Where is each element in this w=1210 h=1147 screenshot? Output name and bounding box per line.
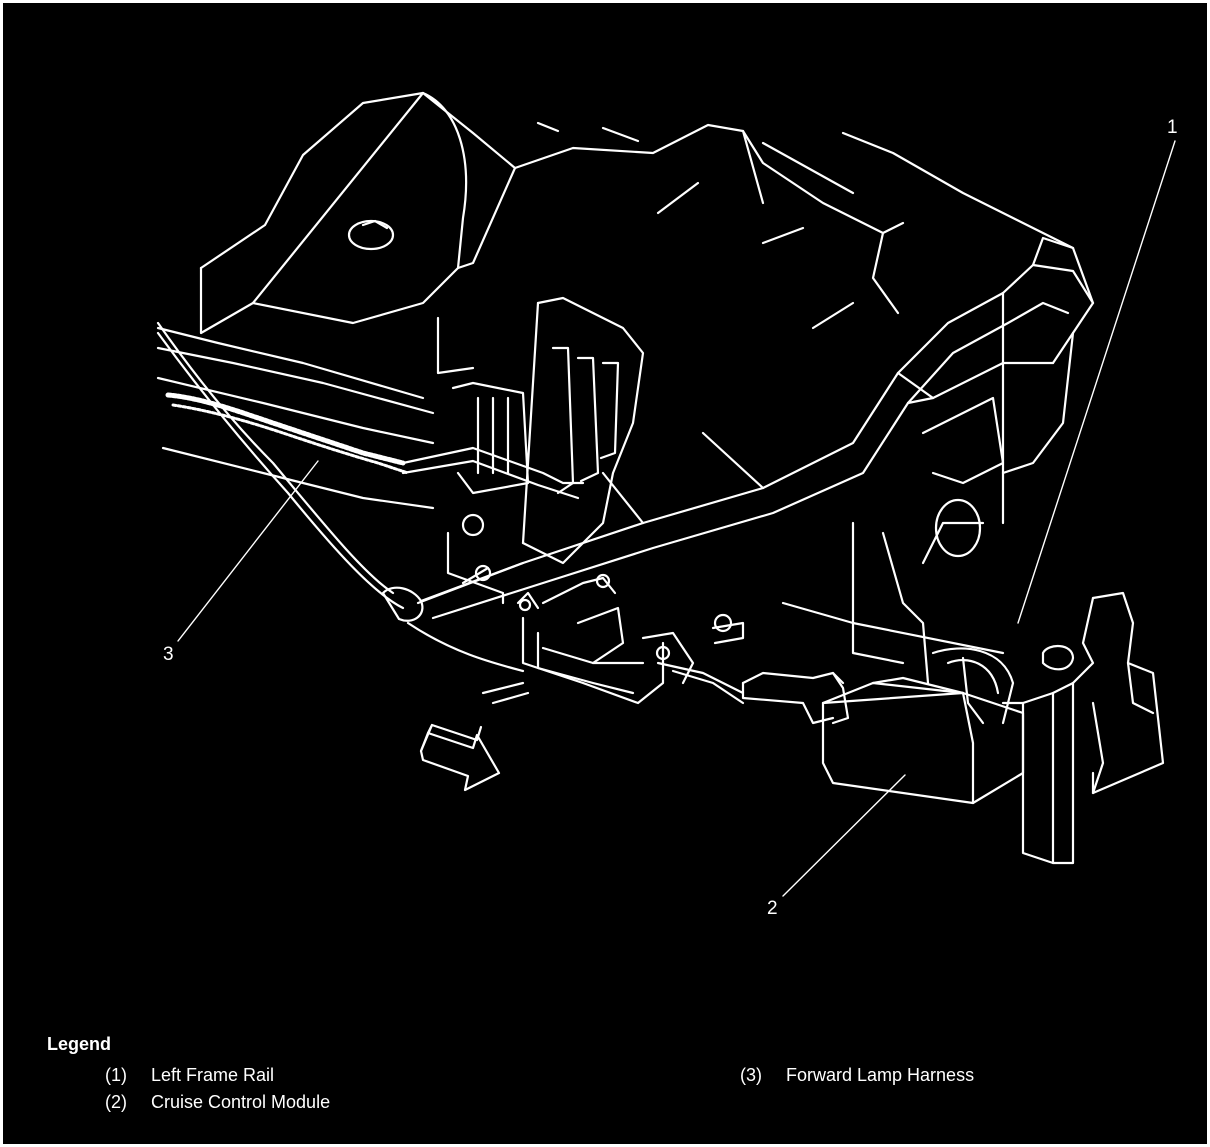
forward-lamp-harness [156,321,525,673]
front-direction-arrow-icon [419,723,501,792]
left-frame-rail [416,236,1095,685]
mount-bracket [1001,591,1165,865]
grommet [461,513,485,537]
fastener [595,573,611,589]
bolt-hole [347,219,395,251]
leader-line-3 [177,460,319,642]
callout-2: 2 [767,898,778,919]
engine-block [199,91,1075,375]
leader-line-1 [1017,140,1176,624]
fastener [713,613,733,633]
diagram-frame: 1 2 3 Legend (1)Left Frame Rail (2)Cruis… [3,3,1207,1144]
fastener [655,645,671,661]
line-drawing [156,91,1176,897]
routing-bracket [401,296,745,705]
fastener [474,564,492,582]
frame-hole [934,498,982,558]
fastener [518,598,532,612]
callout-1: 1 [1167,117,1178,138]
leader-line-2 [782,774,906,897]
callout-3: 3 [163,644,174,665]
cruise-control-module [741,647,1025,805]
